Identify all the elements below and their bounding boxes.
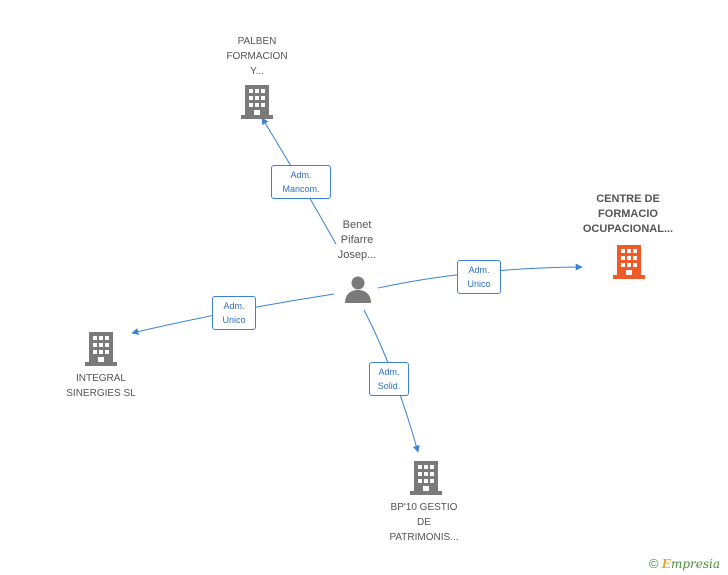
company-label-palben[interactable]: PALBEN FORMACION Y... [226,36,288,77]
building-icon[interactable] [241,85,273,119]
company-label-integral[interactable]: INTEGRAL SINERGIES SL [66,373,136,399]
company-label-bp10[interactable]: BP'10 GESTIO DE PATRIMONIS... [389,502,459,543]
relation-label-bp10[interactable]: Adm. Solid. [369,362,409,396]
empresia-watermark[interactable]: © Empresia [649,556,720,571]
relation-label-palben[interactable]: Adm. Mancom. [271,165,331,199]
relation-label-integral[interactable]: Adm. Unico [212,296,256,330]
relation-label-centre[interactable]: Adm. Unico [457,260,501,294]
copyright-icon: © [648,556,659,571]
person-name[interactable]: Benet Pifarre Josep... [337,219,377,261]
building-icon[interactable] [85,332,117,366]
company-label-centre[interactable]: CENTRE DE FORMACIO OCUPACIONAL... [582,193,674,235]
building-icon[interactable] [410,461,442,495]
brand-name: mpresia [670,557,720,571]
building-icon[interactable] [613,245,645,279]
brand-initial: E [661,557,671,571]
person-icon[interactable] [343,274,373,304]
